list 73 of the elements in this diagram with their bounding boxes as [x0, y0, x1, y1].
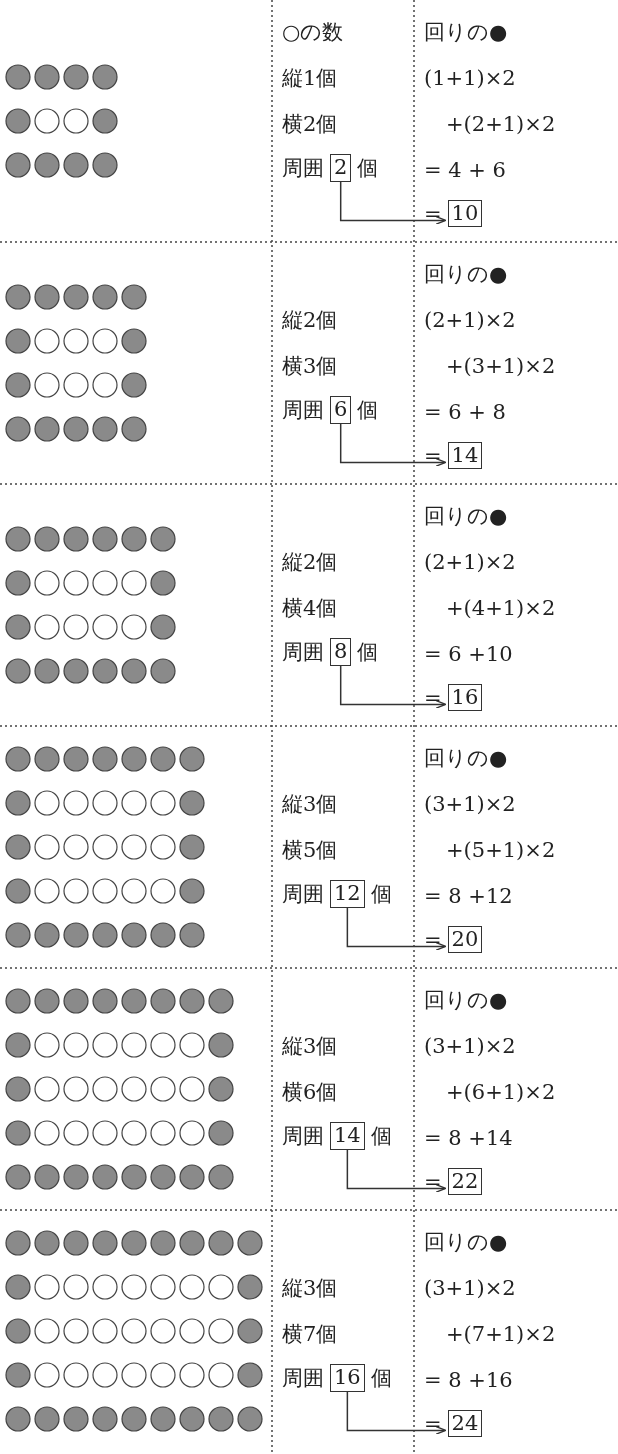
count-text: 縦3個 — [282, 1034, 338, 1060]
column-heading: 回りの● — [424, 746, 508, 772]
count-text: 縦2個 — [282, 550, 338, 576]
formula-text: +(5+1)×2 — [446, 838, 556, 864]
count-text: 横2個 — [282, 112, 338, 138]
formula-text: +(3+1)×2 — [446, 354, 556, 380]
answer-box: 20 — [447, 926, 483, 954]
formula-text: = 8 +12 — [424, 884, 513, 910]
arrow — [339, 664, 447, 710]
formula-text: +(2+1)×2 — [446, 112, 556, 138]
count-text: 横6個 — [282, 1080, 338, 1106]
formula-text: +(4+1)×2 — [446, 596, 556, 622]
formula-text: (3+1)×2 — [424, 792, 516, 818]
count-box: 14 — [330, 1122, 365, 1150]
formula-text: (3+1)×2 — [424, 1276, 516, 1302]
answer-box: 16 — [447, 684, 483, 712]
answer-box: 10 — [447, 200, 483, 228]
formula-text: = 6 +10 — [424, 642, 513, 668]
equals-sign: = — [424, 1411, 442, 1436]
count-text: 個 — [357, 155, 379, 182]
column-heading: ○の数 — [282, 20, 344, 46]
arrow — [346, 1390, 447, 1436]
formula-text: (2+1)×2 — [424, 550, 516, 576]
count-box: 8 — [330, 638, 352, 666]
formula-text: +(6+1)×2 — [446, 1080, 556, 1106]
count-text: 横3個 — [282, 354, 338, 380]
equals-sign: = — [424, 685, 442, 710]
count-text: 周囲 — [282, 881, 324, 908]
equals-sign: = — [424, 201, 442, 226]
formula-text: (2+1)×2 — [424, 308, 516, 334]
count-text: 横4個 — [282, 596, 338, 622]
count-text: 横7個 — [282, 1322, 338, 1348]
answer-box: 24 — [447, 1410, 483, 1438]
count-box: 12 — [330, 880, 365, 908]
column-heading: 回りの● — [424, 20, 508, 46]
column-heading: 回りの● — [424, 504, 508, 530]
count-text: 縦2個 — [282, 308, 338, 334]
count-text: 周囲 — [282, 1365, 324, 1392]
arrow — [339, 180, 447, 226]
count-text: 個 — [357, 397, 379, 424]
count-text: 周囲 — [282, 1123, 324, 1150]
equals-sign: = — [424, 443, 442, 468]
formula-text: = 6 + 8 — [424, 400, 506, 426]
count-text: 周囲 — [282, 155, 324, 182]
equals-sign: = — [424, 1169, 442, 1194]
column-heading: 回りの● — [424, 262, 508, 288]
answer-box: 22 — [447, 1168, 483, 1196]
count-text: 縦3個 — [282, 792, 338, 818]
column-heading: 回りの● — [424, 988, 508, 1014]
count-text: 縦1個 — [282, 66, 338, 92]
count-box: 2 — [330, 154, 352, 182]
count-text: 周囲 — [282, 639, 324, 666]
count-text: 縦3個 — [282, 1276, 338, 1302]
formula-text: +(7+1)×2 — [446, 1322, 556, 1348]
arrow — [346, 1148, 447, 1194]
arrow — [339, 422, 447, 468]
column-heading: 回りの● — [424, 1230, 508, 1256]
count-box: 6 — [330, 396, 352, 424]
count-text: 個 — [370, 1365, 392, 1392]
formula-text: (1+1)×2 — [424, 66, 516, 92]
equals-sign: = — [424, 927, 442, 952]
count-text: 個 — [370, 881, 392, 908]
formula-text: = 4 + 6 — [424, 158, 506, 184]
count-text: 周囲 — [282, 397, 324, 424]
formula-text: (3+1)×2 — [424, 1034, 516, 1060]
answer-box: 14 — [447, 442, 483, 470]
count-text: 個 — [357, 639, 379, 666]
count-text: 個 — [370, 1123, 392, 1150]
arrow — [346, 906, 447, 952]
count-text: 横5個 — [282, 838, 338, 864]
formula-text: = 8 +16 — [424, 1368, 513, 1394]
formula-text: = 8 +14 — [424, 1126, 513, 1152]
count-box: 16 — [330, 1364, 365, 1392]
